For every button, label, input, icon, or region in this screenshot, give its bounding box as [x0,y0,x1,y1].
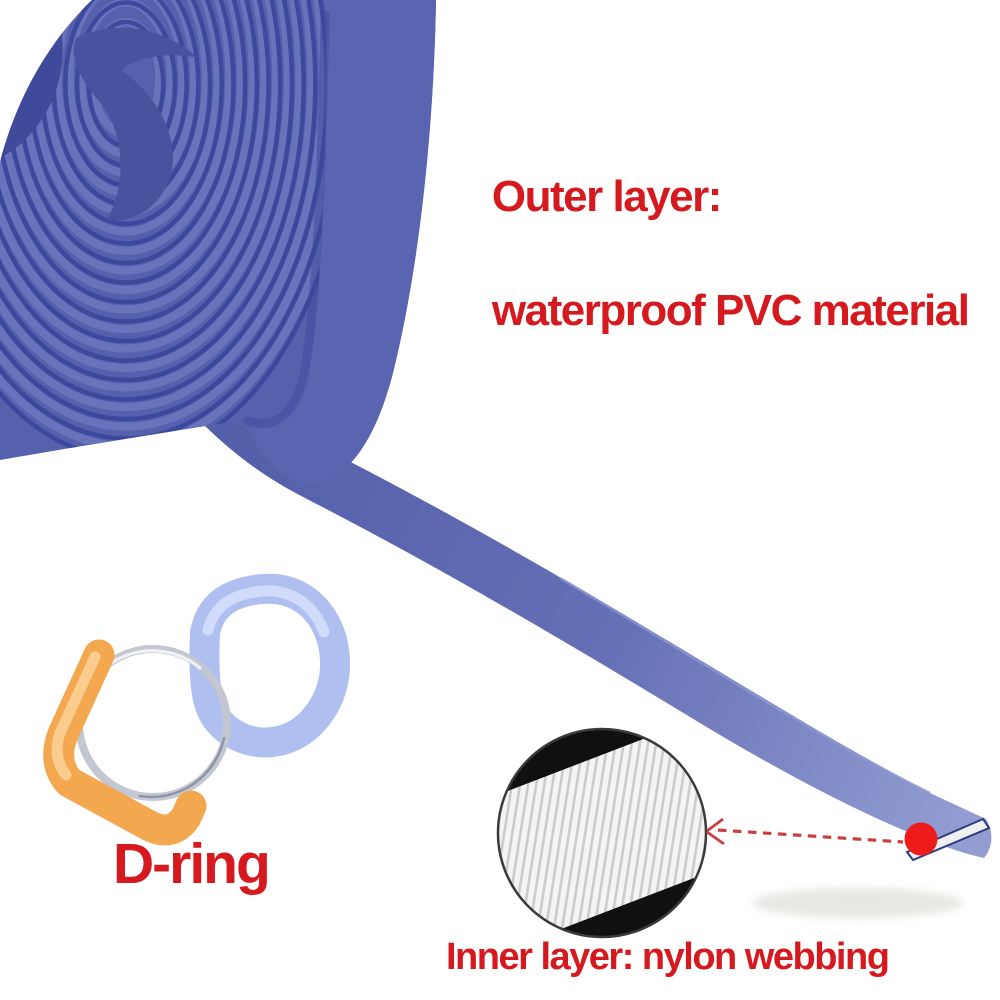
strap-edge-highlight [559,576,931,795]
inner-layer-label: Inner layer: nylon webbing [446,936,890,978]
d-ring-label: D-ring [113,832,271,896]
marker-dot [904,822,938,856]
arrowhead-icon [706,817,725,846]
strap-ribbon [205,403,992,858]
metal-ring-shade [138,736,226,799]
d-ring-blue-highlight [202,585,330,638]
webbing-texture-band [498,729,706,937]
webbing-roll [0,0,436,484]
strap-shadow [753,888,963,918]
coil-rim-shadow [243,10,330,428]
magnifier-outline [496,727,708,939]
magnifier [496,727,708,939]
outer-layer-label: Outer layer: waterproof PVC material [449,111,970,396]
callout [706,817,938,856]
outer-layer-line2: waterproof PVC material [491,286,970,335]
dashed-arrow-line [717,828,904,844]
outer-layer-line1: Outer layer: [491,172,722,221]
coil-center-hook [73,27,198,221]
d-ring-orange-highlight [51,651,101,781]
coil-rim [243,0,436,484]
d-ring-group [43,573,350,846]
